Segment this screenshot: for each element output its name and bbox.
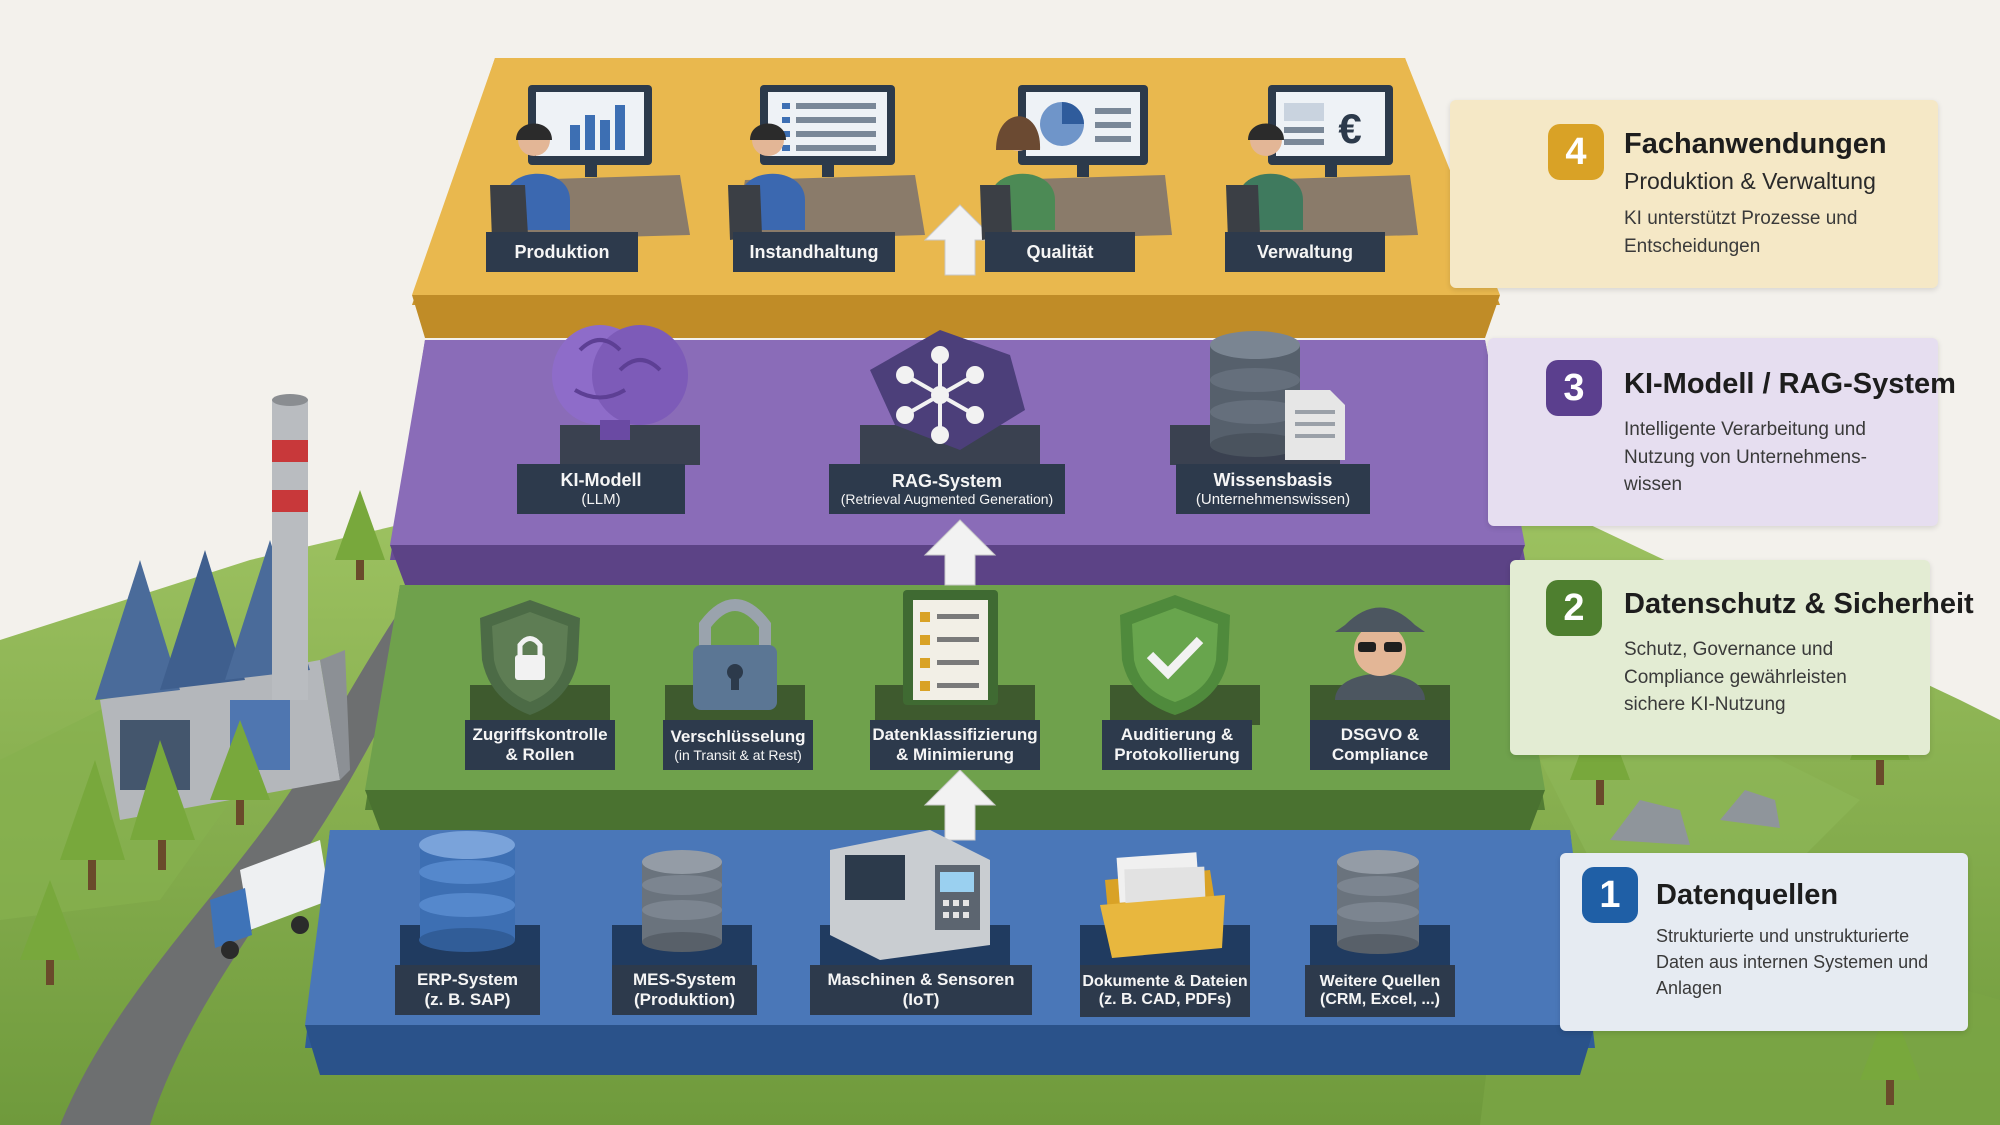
layer-4-icons: € [490, 85, 1418, 240]
monitor-euro-icon: € [1226, 85, 1418, 240]
item-label-mes-system: MES-System (Produktion) [633, 970, 736, 1009]
database-icon [1310, 850, 1450, 965]
monitor-bar-chart-icon [490, 85, 690, 240]
svg-text:€: € [1338, 105, 1361, 152]
item-label-rag-system: RAG-System (Retrieval Augmented Generati… [840, 470, 1054, 508]
layer-2-panel: 2 Datenschutz & Sicherheit Schutz, Gover… [1510, 560, 1974, 755]
truck-icon [210, 840, 330, 959]
layer-3-icons [552, 325, 1345, 465]
layer-4-badge: 4 [1548, 124, 1604, 180]
database-document-icon [1170, 331, 1345, 465]
layer-2-badge: 2 [1546, 580, 1602, 636]
database-icon [400, 831, 540, 965]
network-hexagon-icon [860, 330, 1040, 465]
item-label-maschinen-sensoren: Maschinen & Sensoren (IoT) [827, 970, 1015, 1009]
item-label-auditierung: Auditierung & Protokollierung [1114, 725, 1240, 764]
rock-icon [1610, 790, 1780, 845]
padlock-icon [665, 599, 805, 725]
layer-4-subtitle: Produktion & Verwaltung [1624, 168, 1876, 194]
item-label-instandhaltung: Instandhaltung [749, 241, 879, 262]
layer-1-title: Datenquellen [1656, 879, 1839, 911]
layer-3-panel: 3 KI-Modell / RAG-System Intelligente Ve… [1488, 338, 1956, 526]
layer-1-description: Strukturierte und unstrukturierte Daten … [1656, 926, 1929, 999]
checklist-icon [875, 590, 1035, 725]
shield-check-icon [1110, 595, 1260, 725]
machine-icon [820, 830, 1010, 965]
item-label-wissensbasis: Wissensbasis (Unternehmenswissen) [1195, 470, 1351, 508]
folder-icon [1080, 852, 1250, 965]
shield-lock-icon [470, 600, 610, 725]
monitor-pie-chart-icon [980, 85, 1172, 240]
item-label-produktion: Produktion [514, 241, 610, 262]
item-label-weitere-quellen: Weitere Quellen (CRM, Excel, ...) [1319, 972, 1441, 1008]
item-label-zugriffskontrolle: Zugriffskontrolle & Rollen [472, 725, 608, 764]
item-label-erp-system: ERP-System (z. B. SAP) [416, 970, 519, 1009]
item-label-dokumente-dateien: Dokumente & Dateien (z. B. CAD, PDFs) [1082, 972, 1248, 1008]
layer-4-title: Fachanwendungen [1624, 128, 1887, 160]
layer-4-panel: 4 Fachanwendungen Produktion & Verwaltun… [1450, 100, 1938, 288]
layer-2-description: Schutz, Governance und Compliance gewähr… [1624, 639, 1847, 716]
layer-2-title: Datenschutz & Sicherheit [1624, 588, 1974, 620]
layer-3-title: KI-Modell / RAG-System [1624, 368, 1956, 400]
item-label-verwaltung: Verwaltung [1256, 241, 1354, 262]
layer-4-description: KI unterstützt Prozesse und Entscheidung… [1624, 208, 1858, 257]
arrow-up-icon [923, 204, 997, 841]
layer-2-icons [470, 590, 1450, 725]
layer-1-icons [400, 830, 1450, 965]
layer-3-description: Intelligente Verarbeitung und Nutzung vo… [1624, 419, 1867, 496]
brain-icon [552, 325, 700, 465]
label-plates [395, 232, 1455, 1017]
tree-trunks [46, 560, 1894, 1105]
agent-icon [1310, 607, 1450, 725]
layer-1-badge: 1 [1582, 867, 1638, 923]
database-icon [612, 850, 752, 965]
item-label-verschluesselung: Verschlüsselung (in Transit & at Rest) [670, 727, 806, 763]
layer-1-panel: 1 Datenquellen Strukturierte und unstruk… [1560, 853, 1968, 1031]
item-label-qualitaet: Qualität [1026, 241, 1094, 262]
monitor-list-icon [728, 85, 925, 240]
item-label-ki-modell: KI-Modell (LLM) [560, 470, 642, 508]
item-label-dsgvo: DSGVO & Compliance [1331, 725, 1429, 764]
layer-3-badge: 3 [1546, 360, 1602, 416]
item-label-datenklassifizierung: Datenklassifizierung & Minimierung [872, 725, 1038, 764]
